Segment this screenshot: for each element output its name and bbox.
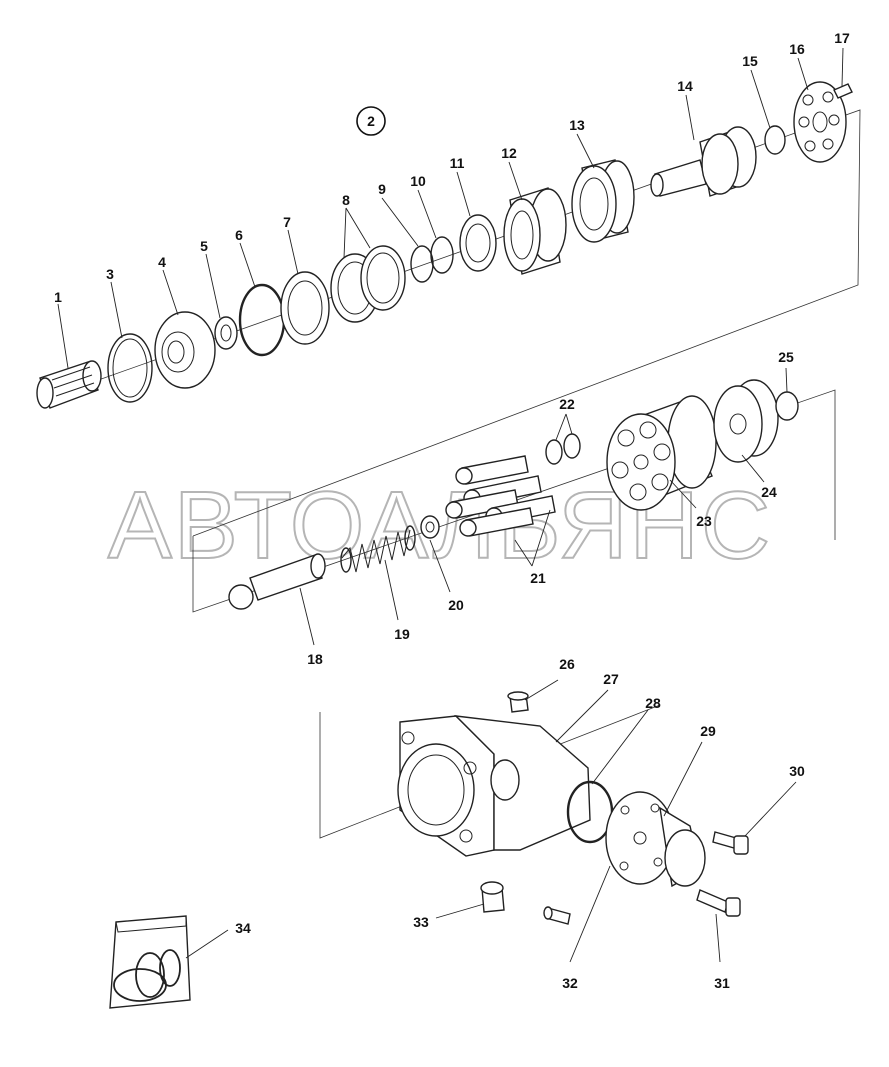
callout-32: 32 <box>562 975 578 991</box>
part-21-pistons <box>445 455 556 537</box>
callout-11: 11 <box>450 155 465 171</box>
callout-33: 33 <box>413 914 429 930</box>
part-30-bolt <box>712 831 749 855</box>
callout-7: 7 <box>283 214 291 230</box>
part-33-plug <box>480 881 505 913</box>
callout-27: 27 <box>603 671 619 687</box>
part-12-bearing-cup <box>503 187 567 275</box>
part-34-seal-kit-bag <box>109 915 191 1009</box>
part-13-roller-bearing <box>571 159 635 243</box>
callout-22: 22 <box>559 396 575 412</box>
middle-assembly-row <box>192 379 836 613</box>
callout-10: 10 <box>410 173 426 189</box>
callout-1: 1 <box>54 289 62 305</box>
callout-12: 12 <box>501 145 517 161</box>
callout-29: 29 <box>700 723 716 739</box>
callout-31: 31 <box>714 975 730 991</box>
part-20-ball-guide <box>420 515 440 539</box>
part-11-needle-bearing <box>459 214 497 272</box>
callout-26: 26 <box>559 656 575 672</box>
part-8-spacer-rings <box>330 245 406 323</box>
part-9-snap-ring <box>410 245 434 283</box>
part-5-seal <box>214 316 238 350</box>
part-25-ring <box>775 391 799 421</box>
part-24-end-plate <box>713 379 779 463</box>
callout-23: 23 <box>696 513 712 529</box>
assembly-number-badge: 2 <box>356 106 386 136</box>
part-1-splined-sleeve <box>36 360 102 409</box>
assembly-number: 2 <box>367 113 375 129</box>
callout-24: 24 <box>761 484 777 500</box>
part-6-o-ring <box>238 283 286 357</box>
part-26-plug <box>507 691 529 713</box>
part-32-pin <box>543 906 571 925</box>
callout-25: 25 <box>778 349 794 365</box>
part-16-port-plate <box>793 81 847 163</box>
callout-labels: 1 3 4 5 6 7 8 9 10 11 12 13 14 15 16 17 … <box>54 30 850 991</box>
callout-14: 14 <box>677 78 693 94</box>
part-19-spring <box>340 525 416 573</box>
callout-9: 9 <box>378 181 386 197</box>
callout-15: 15 <box>742 53 758 69</box>
part-31-bolt <box>696 889 741 917</box>
lower-housing-group <box>319 691 749 925</box>
upper-assembly-row <box>36 81 861 537</box>
part-18-rod <box>228 553 326 610</box>
callout-13: 13 <box>569 117 585 133</box>
callout-34: 34 <box>235 920 251 936</box>
callout-30: 30 <box>789 763 805 779</box>
part-14-drive-shaft <box>650 126 757 197</box>
callout-19: 19 <box>394 626 410 642</box>
upper-axis-line <box>41 109 861 537</box>
callout-5: 5 <box>200 238 208 254</box>
callout-21: 21 <box>530 570 546 586</box>
part-17-screw <box>833 83 853 99</box>
part-22-rings <box>545 433 581 465</box>
callout-4: 4 <box>158 254 166 270</box>
part-27-housing <box>397 715 591 857</box>
part-4-housing <box>154 311 216 389</box>
part-23-cylinder-block <box>606 395 717 511</box>
leader-lines <box>57 47 844 963</box>
part-7-washer <box>280 271 330 345</box>
part-15-ring <box>764 125 786 155</box>
callout-28: 28 <box>645 695 661 711</box>
callout-17: 17 <box>834 30 850 46</box>
callout-18: 18 <box>307 651 323 667</box>
callout-20: 20 <box>448 597 464 613</box>
callout-16: 16 <box>789 41 805 57</box>
callout-6: 6 <box>235 227 243 243</box>
callout-3: 3 <box>106 266 114 282</box>
part-29-valve-cover <box>605 791 706 888</box>
part-10-snap-ring <box>430 236 454 274</box>
callout-8: 8 <box>342 192 350 208</box>
part-3-retaining-ring <box>107 333 153 403</box>
